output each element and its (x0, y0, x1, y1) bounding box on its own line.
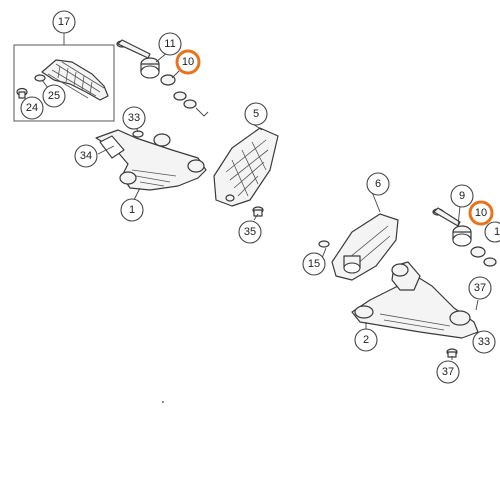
heel-plate-part-5 (213, 127, 279, 207)
bolt-part-24 (16, 87, 28, 99)
svg-text:10: 10 (475, 207, 487, 219)
stray-mark (162, 401, 164, 403)
leader-1 (133, 187, 141, 201)
callout-9: 9 (450, 184, 474, 208)
svg-text:11: 11 (164, 38, 175, 50)
bushing-part-9 (452, 225, 472, 247)
svg-text:15: 15 (308, 258, 320, 270)
callout-1: 1 (120, 198, 144, 222)
svg-text:37: 37 (474, 282, 486, 294)
bushing-part-15 (318, 240, 361, 274)
callout-33-right: 33 (472, 330, 496, 354)
svg-text:35: 35 (244, 226, 256, 238)
callout-34: 34 (74, 144, 98, 168)
callout-11: 11 (158, 32, 182, 56)
callout-35: 35 (238, 220, 262, 244)
callout-33: 33 (122, 106, 146, 130)
leader-15 (321, 247, 327, 259)
bracket-part-2 (351, 261, 479, 339)
bolt-part-upper-left (116, 39, 151, 59)
bushing-part-11 (140, 57, 160, 79)
callout-24: 24 (20, 96, 44, 120)
callout-1-right-partial: 1 (484, 221, 500, 243)
callout-5: 5 (244, 102, 268, 126)
svg-text:2: 2 (363, 334, 369, 346)
svg-text:5: 5 (253, 108, 259, 120)
svg-text:10: 10 (182, 56, 194, 68)
spring-part-10-right (470, 246, 497, 267)
svg-text:33: 33 (128, 112, 140, 124)
callout-10-highlighted: 10 (175, 49, 201, 75)
svg-text:6: 6 (375, 178, 381, 190)
callout-15: 15 (302, 252, 326, 276)
leader-34 (97, 145, 115, 155)
svg-text:25: 25 (48, 90, 60, 102)
svg-text:34: 34 (80, 150, 92, 162)
bracket-part-1 (95, 129, 207, 191)
svg-text:1: 1 (494, 226, 500, 238)
svg-text:9: 9 (459, 190, 465, 202)
bolt-part-35 (252, 206, 264, 217)
svg-text:24: 24 (26, 102, 38, 114)
svg-text:33: 33 (478, 336, 490, 348)
callout-37-upper: 37 (468, 276, 492, 300)
leader-9 (457, 205, 461, 227)
leader-25 (41, 79, 49, 89)
leader-6 (371, 191, 381, 213)
bolt-part-right (432, 207, 461, 227)
callout-17: 17 (52, 10, 76, 34)
leader-35 (253, 213, 259, 221)
leader-37a (475, 299, 479, 311)
callout-2: 2 (354, 328, 378, 352)
callout-37-lower: 37 (436, 360, 460, 384)
callout-25: 25 (42, 84, 66, 108)
svg-text:17: 17 (58, 16, 70, 28)
washer-part-25 (34, 74, 46, 82)
callout-10-right-highlighted: 10 (468, 200, 494, 226)
bolt-part-37 (446, 348, 458, 358)
heel-plate-part-6 (331, 213, 399, 281)
footpeg-rubber-part (41, 59, 109, 101)
svg-text:37: 37 (442, 366, 454, 378)
svg-text:1: 1 (129, 204, 135, 216)
spring-part-10 (160, 74, 209, 117)
callout-6: 6 (366, 172, 390, 196)
